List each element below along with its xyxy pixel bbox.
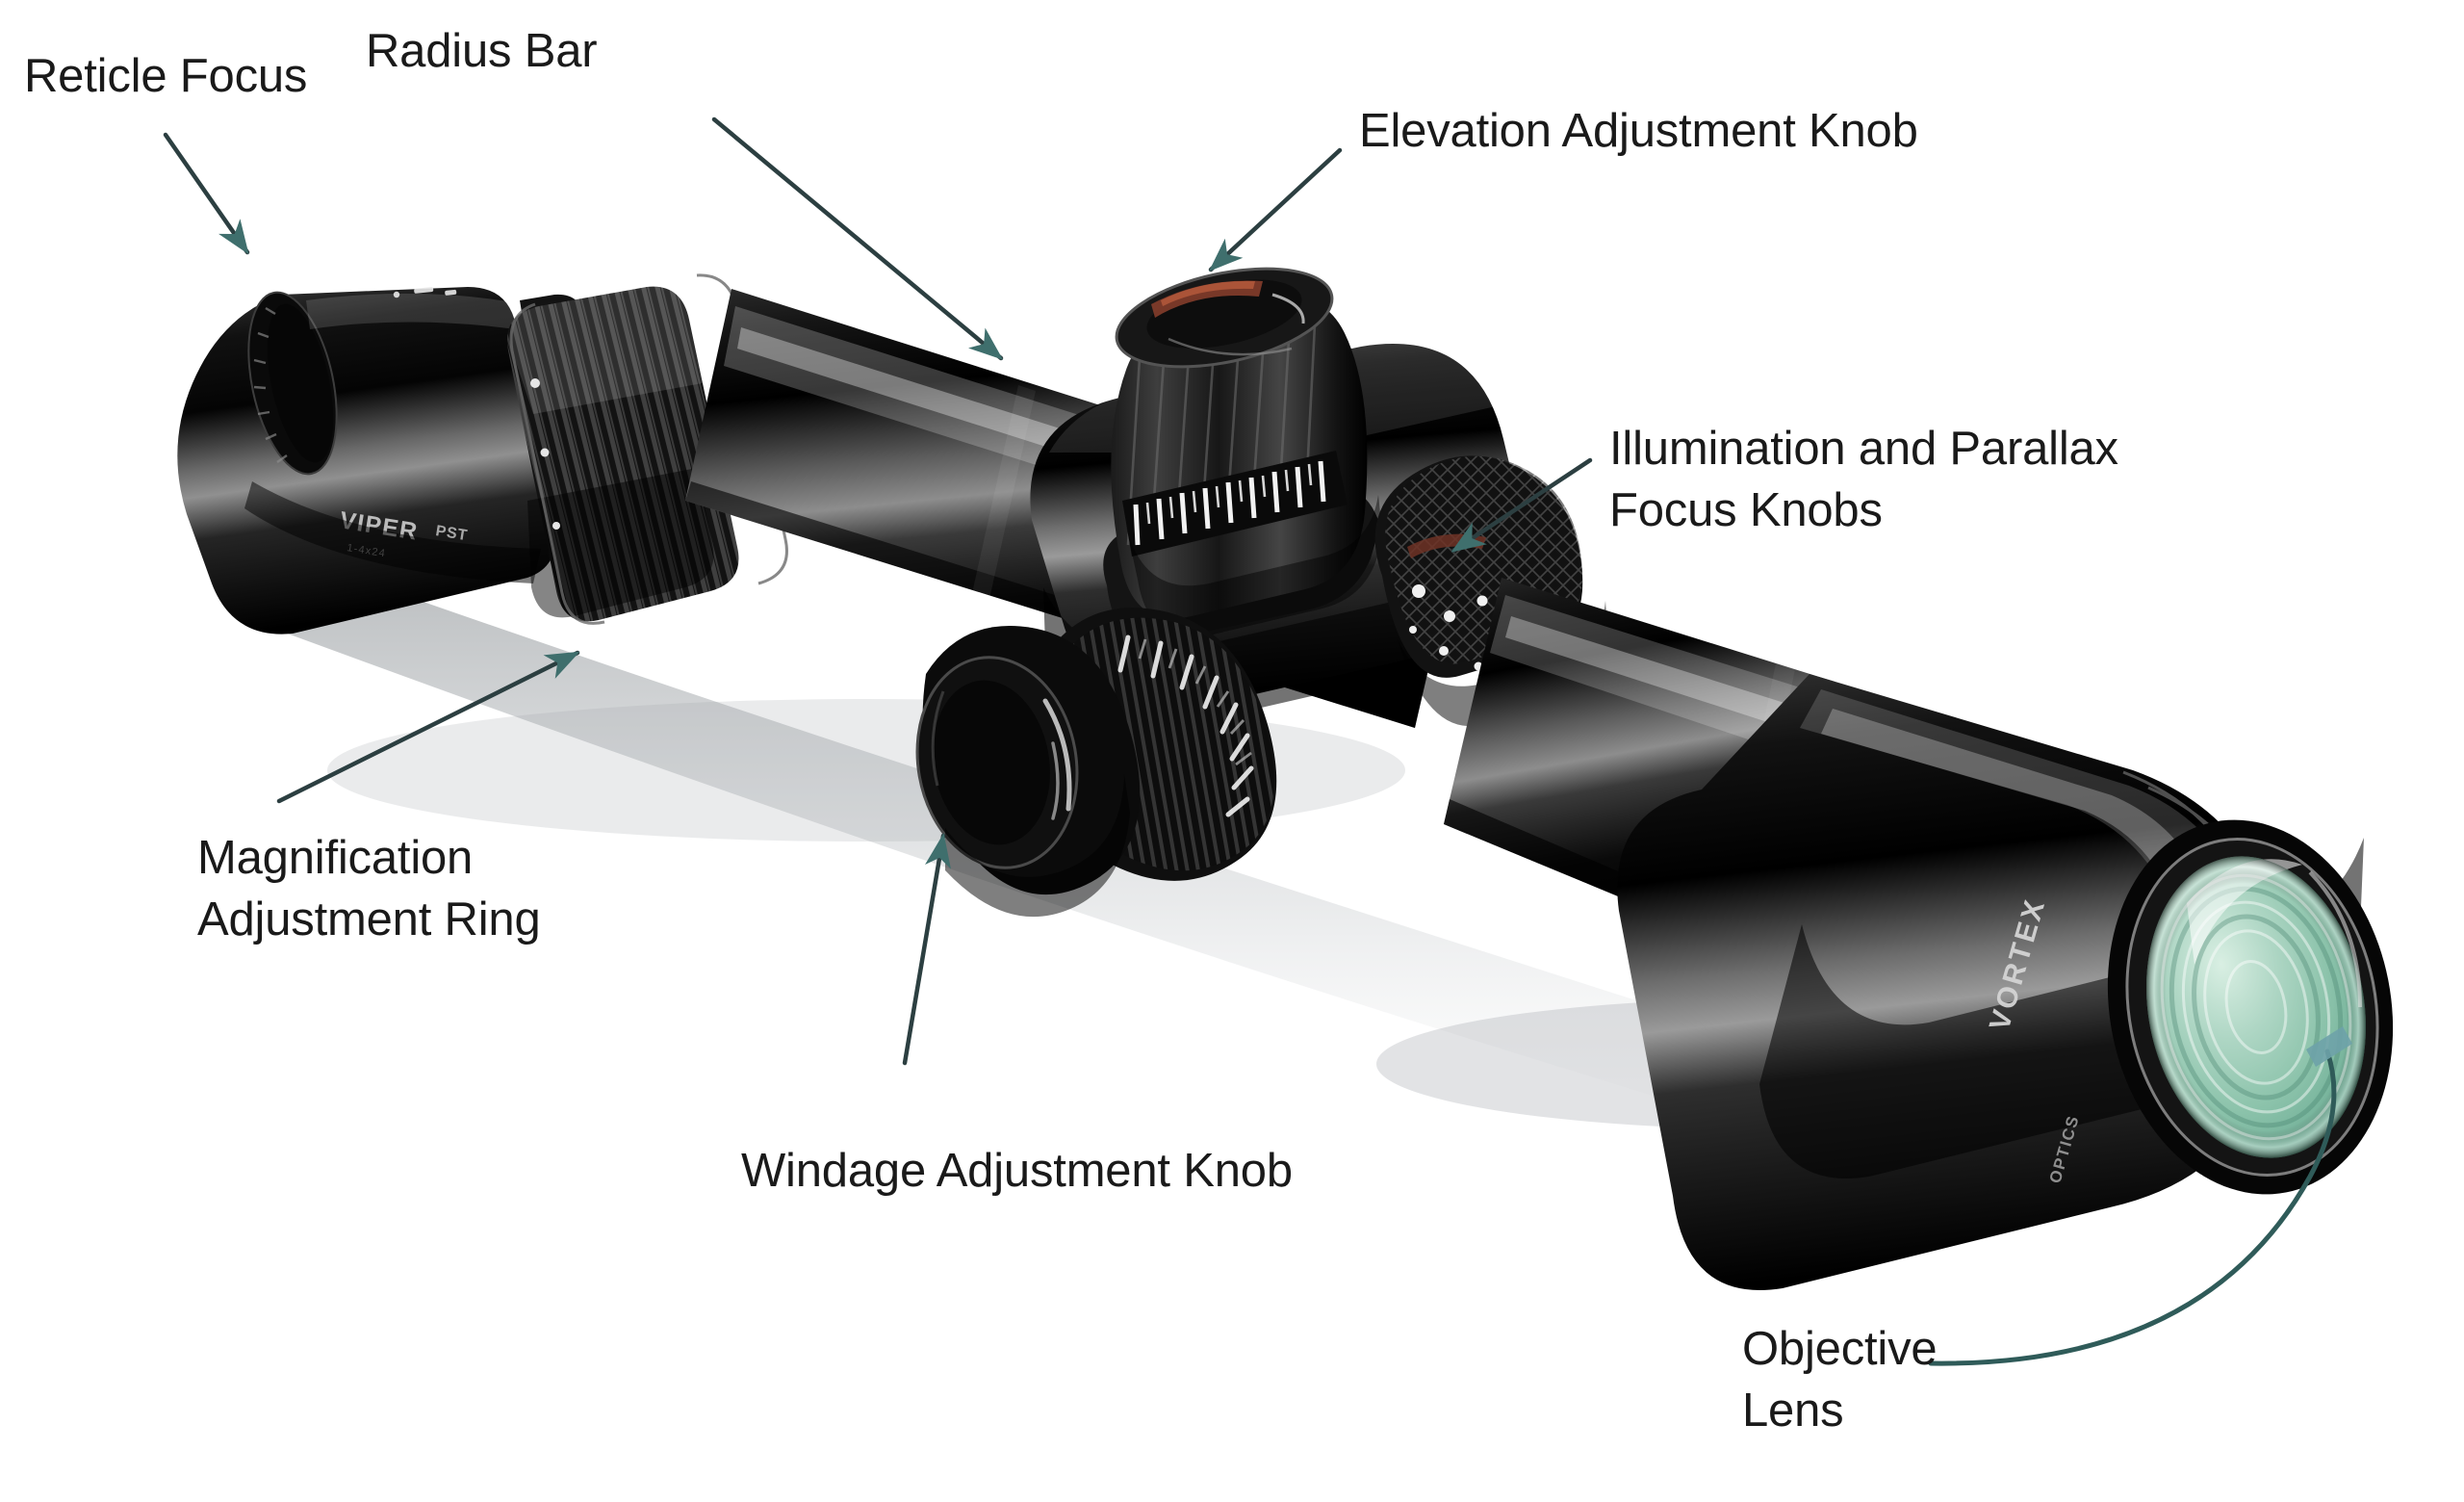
callout-magnification-adjustment-ring: Magnification Adjustment Ring (197, 828, 794, 950)
svg-text:PST: PST (434, 523, 469, 544)
callout-line: Objective (1742, 1323, 1938, 1375)
callout-radius-bar: Radius Bar (366, 25, 598, 77)
callout-illumination-and-parallax-focus-knobs: Illumination and Parallax Focus Knobs (1609, 419, 2341, 541)
callout-line: Focus Knobs (1609, 483, 1883, 536)
callout-elevation-adjustment-knob: Elevation Adjustment Knob (1359, 105, 1918, 157)
callout-reticle-focus: Reticle Focus (24, 50, 308, 102)
callout-windage-adjustment-knob: Windage Adjustment Knob (741, 1145, 1293, 1197)
callout-line: Lens (1742, 1384, 1844, 1437)
magnification-adjustment-ring (506, 273, 788, 625)
eyepiece-bell: VIPER PST 1-4x24 (177, 287, 555, 634)
elevation-adjustment-knob (1103, 267, 1382, 642)
callout-line: Illumination and Parallax (1609, 423, 2118, 475)
windage-adjustment-knob (915, 608, 1277, 918)
callout-line: Magnification (197, 832, 474, 884)
callout-objective-lens: Objective Lens (1742, 1319, 2146, 1441)
elevation-graduations (1122, 451, 1348, 557)
callout-line: Adjustment Ring (197, 893, 541, 945)
